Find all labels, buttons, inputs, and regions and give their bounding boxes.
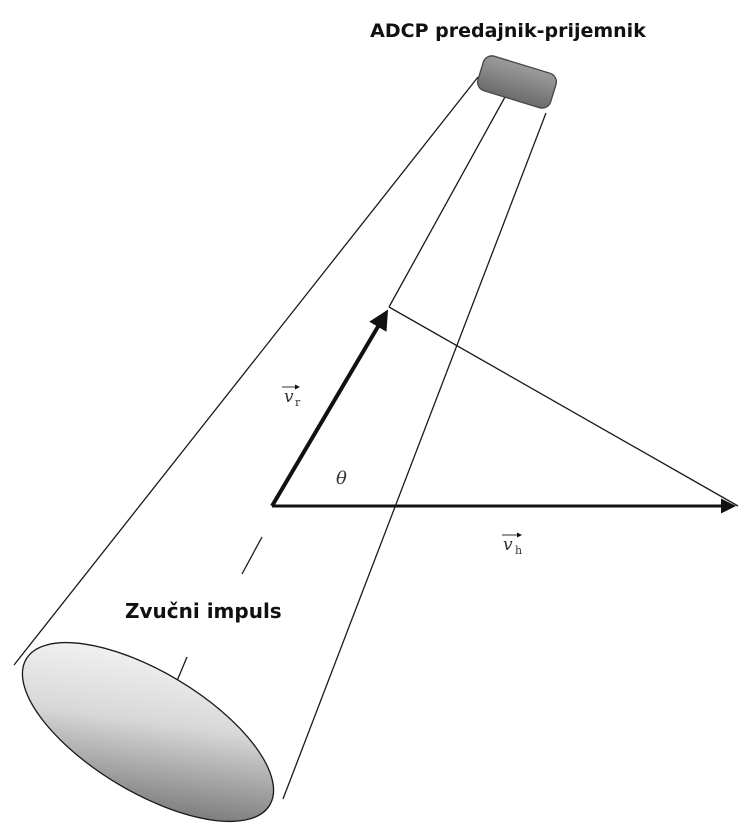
vr-vector-arrow (270, 309, 389, 508)
angle-theta-label: θ (336, 468, 347, 489)
beam-cone-left-edge (13, 76, 479, 666)
vh-symbol: v (503, 535, 513, 555)
adcp-transducer (476, 55, 558, 109)
transducer-label: ADCP predajnik-prijemnik (370, 20, 646, 42)
vr-subscript: r (295, 396, 301, 409)
vh-subscript: h (515, 544, 522, 557)
vh-label: v h (502, 532, 522, 557)
vr-symbol: v (284, 387, 294, 407)
triangle-hypotenuse (388, 306, 739, 507)
sound-pulse-ellipse (21, 641, 275, 823)
beam-cone-right-edge (282, 112, 547, 800)
vr-label: v r (282, 384, 301, 409)
beam-axis-lower (241, 536, 263, 575)
sound-pulse-label: Zvučni impuls (125, 599, 282, 623)
beam-axis-upper (388, 96, 506, 308)
